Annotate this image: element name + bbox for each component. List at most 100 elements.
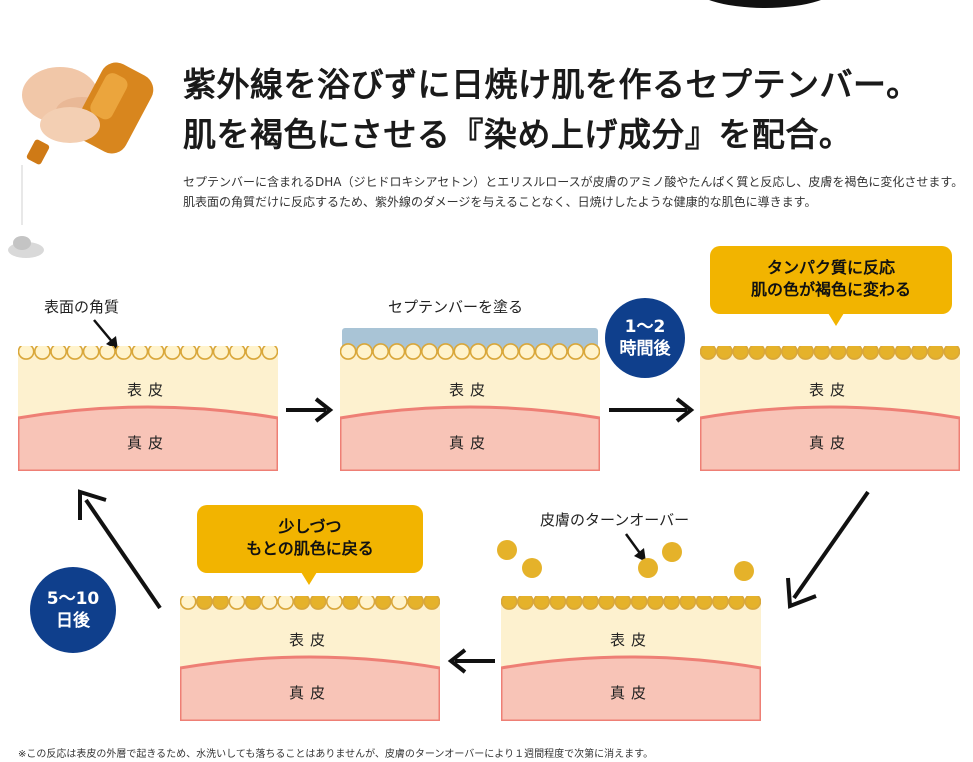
- return-callout: 少しづつ もとの肌色に戻る: [197, 505, 423, 585]
- skin-panel-4: 表皮 真皮: [180, 596, 440, 721]
- badge-line: 1〜2: [624, 317, 666, 337]
- keratin-cell: [340, 343, 357, 360]
- keratin-cell: [485, 343, 503, 360]
- time-badge-5-10-days: 5〜10 日後: [30, 567, 116, 653]
- keratin-cell: [764, 346, 782, 360]
- skin-panel-5: 表皮 真皮: [501, 596, 761, 721]
- keratin-cell: [549, 596, 567, 610]
- keratin-cell: [453, 343, 471, 360]
- footnote: ※この反応は表皮の外層で起きるため、水洗いしても落ちることはありませんが、皮膚の…: [18, 749, 654, 760]
- keratin-cell: [927, 346, 945, 360]
- panel5-label: 皮膚のターンオーバー: [540, 511, 690, 529]
- keratin-cell: [33, 346, 51, 360]
- keratin-cell: [147, 346, 165, 360]
- keratin-cell: [565, 596, 583, 610]
- keratin-cell: [894, 346, 912, 360]
- keratin-cell: [180, 596, 197, 610]
- keratin-cell: [780, 346, 798, 360]
- keratin-cell: [715, 346, 733, 360]
- keratin-cell: [614, 596, 632, 610]
- keratin-cell: [404, 343, 422, 360]
- keratin-cell: [82, 346, 100, 360]
- keratin-cell: [325, 596, 343, 610]
- keratin-cell: [420, 343, 438, 360]
- keratin-cell: [516, 596, 534, 610]
- keratin-cell: [437, 343, 455, 360]
- dermis-label: 真皮: [609, 684, 652, 702]
- keratin-cell: [598, 596, 616, 610]
- arrow-right-1: [286, 397, 334, 423]
- reaction-callout: タンパク質に反応 肌の色が褐色に変わる: [710, 246, 952, 326]
- dermis-layer: [180, 655, 440, 721]
- keratin-cell: [50, 346, 68, 360]
- product-bottle-illustration: [8, 62, 154, 258]
- arrow-right-2: [609, 397, 695, 423]
- time-badge-1-2-hours: 1〜2 時間後: [605, 298, 685, 378]
- keratin-cell: [195, 596, 213, 610]
- keratin-cell: [630, 596, 648, 610]
- coating-layer: [342, 328, 598, 352]
- keratin-cell: [502, 343, 520, 360]
- callout-line: もとの肌色に戻る: [246, 539, 374, 558]
- keratin-cell: [534, 343, 552, 360]
- badge-line: 5〜10: [46, 589, 100, 609]
- skin-panel-1: 表皮 真皮: [18, 346, 278, 471]
- dermis-label: 真皮: [288, 684, 331, 702]
- keratin-cell: [711, 596, 729, 610]
- keratin-cell: [533, 596, 551, 610]
- keratin-cell: [309, 596, 327, 610]
- callout-line: タンパク質に反応: [766, 258, 895, 277]
- keratin-cell: [567, 343, 585, 360]
- epidermis-label: 表皮: [126, 381, 169, 399]
- badge-line: 日後: [56, 611, 90, 631]
- epidermis-label: 表皮: [448, 381, 491, 399]
- keratin-cell: [115, 346, 133, 360]
- badge-line: 時間後: [619, 339, 671, 359]
- keratin-cell: [98, 346, 116, 360]
- keratin-cell: [388, 343, 406, 360]
- arrow-left: [447, 648, 495, 674]
- keratin-cell: [212, 346, 230, 360]
- keratin-cell: [910, 346, 928, 360]
- keratin-cell: [163, 346, 181, 360]
- keratin-cell: [501, 596, 518, 610]
- keratin-cell: [212, 596, 230, 610]
- keratin-cell: [829, 346, 847, 360]
- keratin-cell: [862, 346, 880, 360]
- keratin-cell: [700, 346, 717, 360]
- headline-line2: 肌を褐色にさせる『染め上げ成分』を配合。: [183, 115, 853, 154]
- dermis-layer: [501, 655, 761, 721]
- keratin-cell: [813, 346, 831, 360]
- dermis-label: 真皮: [126, 434, 169, 452]
- keratin-cell: [663, 596, 681, 610]
- keratin-cell: [18, 346, 35, 360]
- keratin-cell: [845, 346, 863, 360]
- keratin-cell: [646, 596, 664, 610]
- arrow-up-left: [78, 489, 162, 610]
- keratin-cell: [744, 596, 761, 610]
- keratin-cell: [342, 596, 360, 610]
- keratin-cell: [260, 596, 278, 610]
- turnover-pointer-arrow: [624, 533, 646, 562]
- dermis-layer: [340, 405, 600, 471]
- keratin-cell: [423, 596, 440, 610]
- headline-line1: 紫外線を浴びずに日焼け肌を作るセプテンバー。: [183, 65, 920, 104]
- keratin-cell: [244, 596, 262, 610]
- keratin-cell: [581, 596, 599, 610]
- keratin-cell: [293, 596, 311, 610]
- keratin-cell: [748, 346, 766, 360]
- keratin-cell: [277, 596, 295, 610]
- keratin-cell: [732, 346, 750, 360]
- top-decoration: [690, 0, 840, 8]
- dermis-label: 真皮: [808, 434, 851, 452]
- keratin-cell: [358, 596, 376, 610]
- keratin-cell: [131, 346, 149, 360]
- keratin-cell: [583, 343, 600, 360]
- skin-panel-3: 表皮 真皮: [700, 346, 960, 471]
- skin-panel-2: 表皮 真皮: [340, 328, 600, 471]
- arrow-down-left: [786, 490, 870, 609]
- keratin-cell: [550, 343, 568, 360]
- keratin-cell: [196, 346, 214, 360]
- shed-cells: [497, 540, 754, 581]
- dermis-layer: [700, 405, 960, 471]
